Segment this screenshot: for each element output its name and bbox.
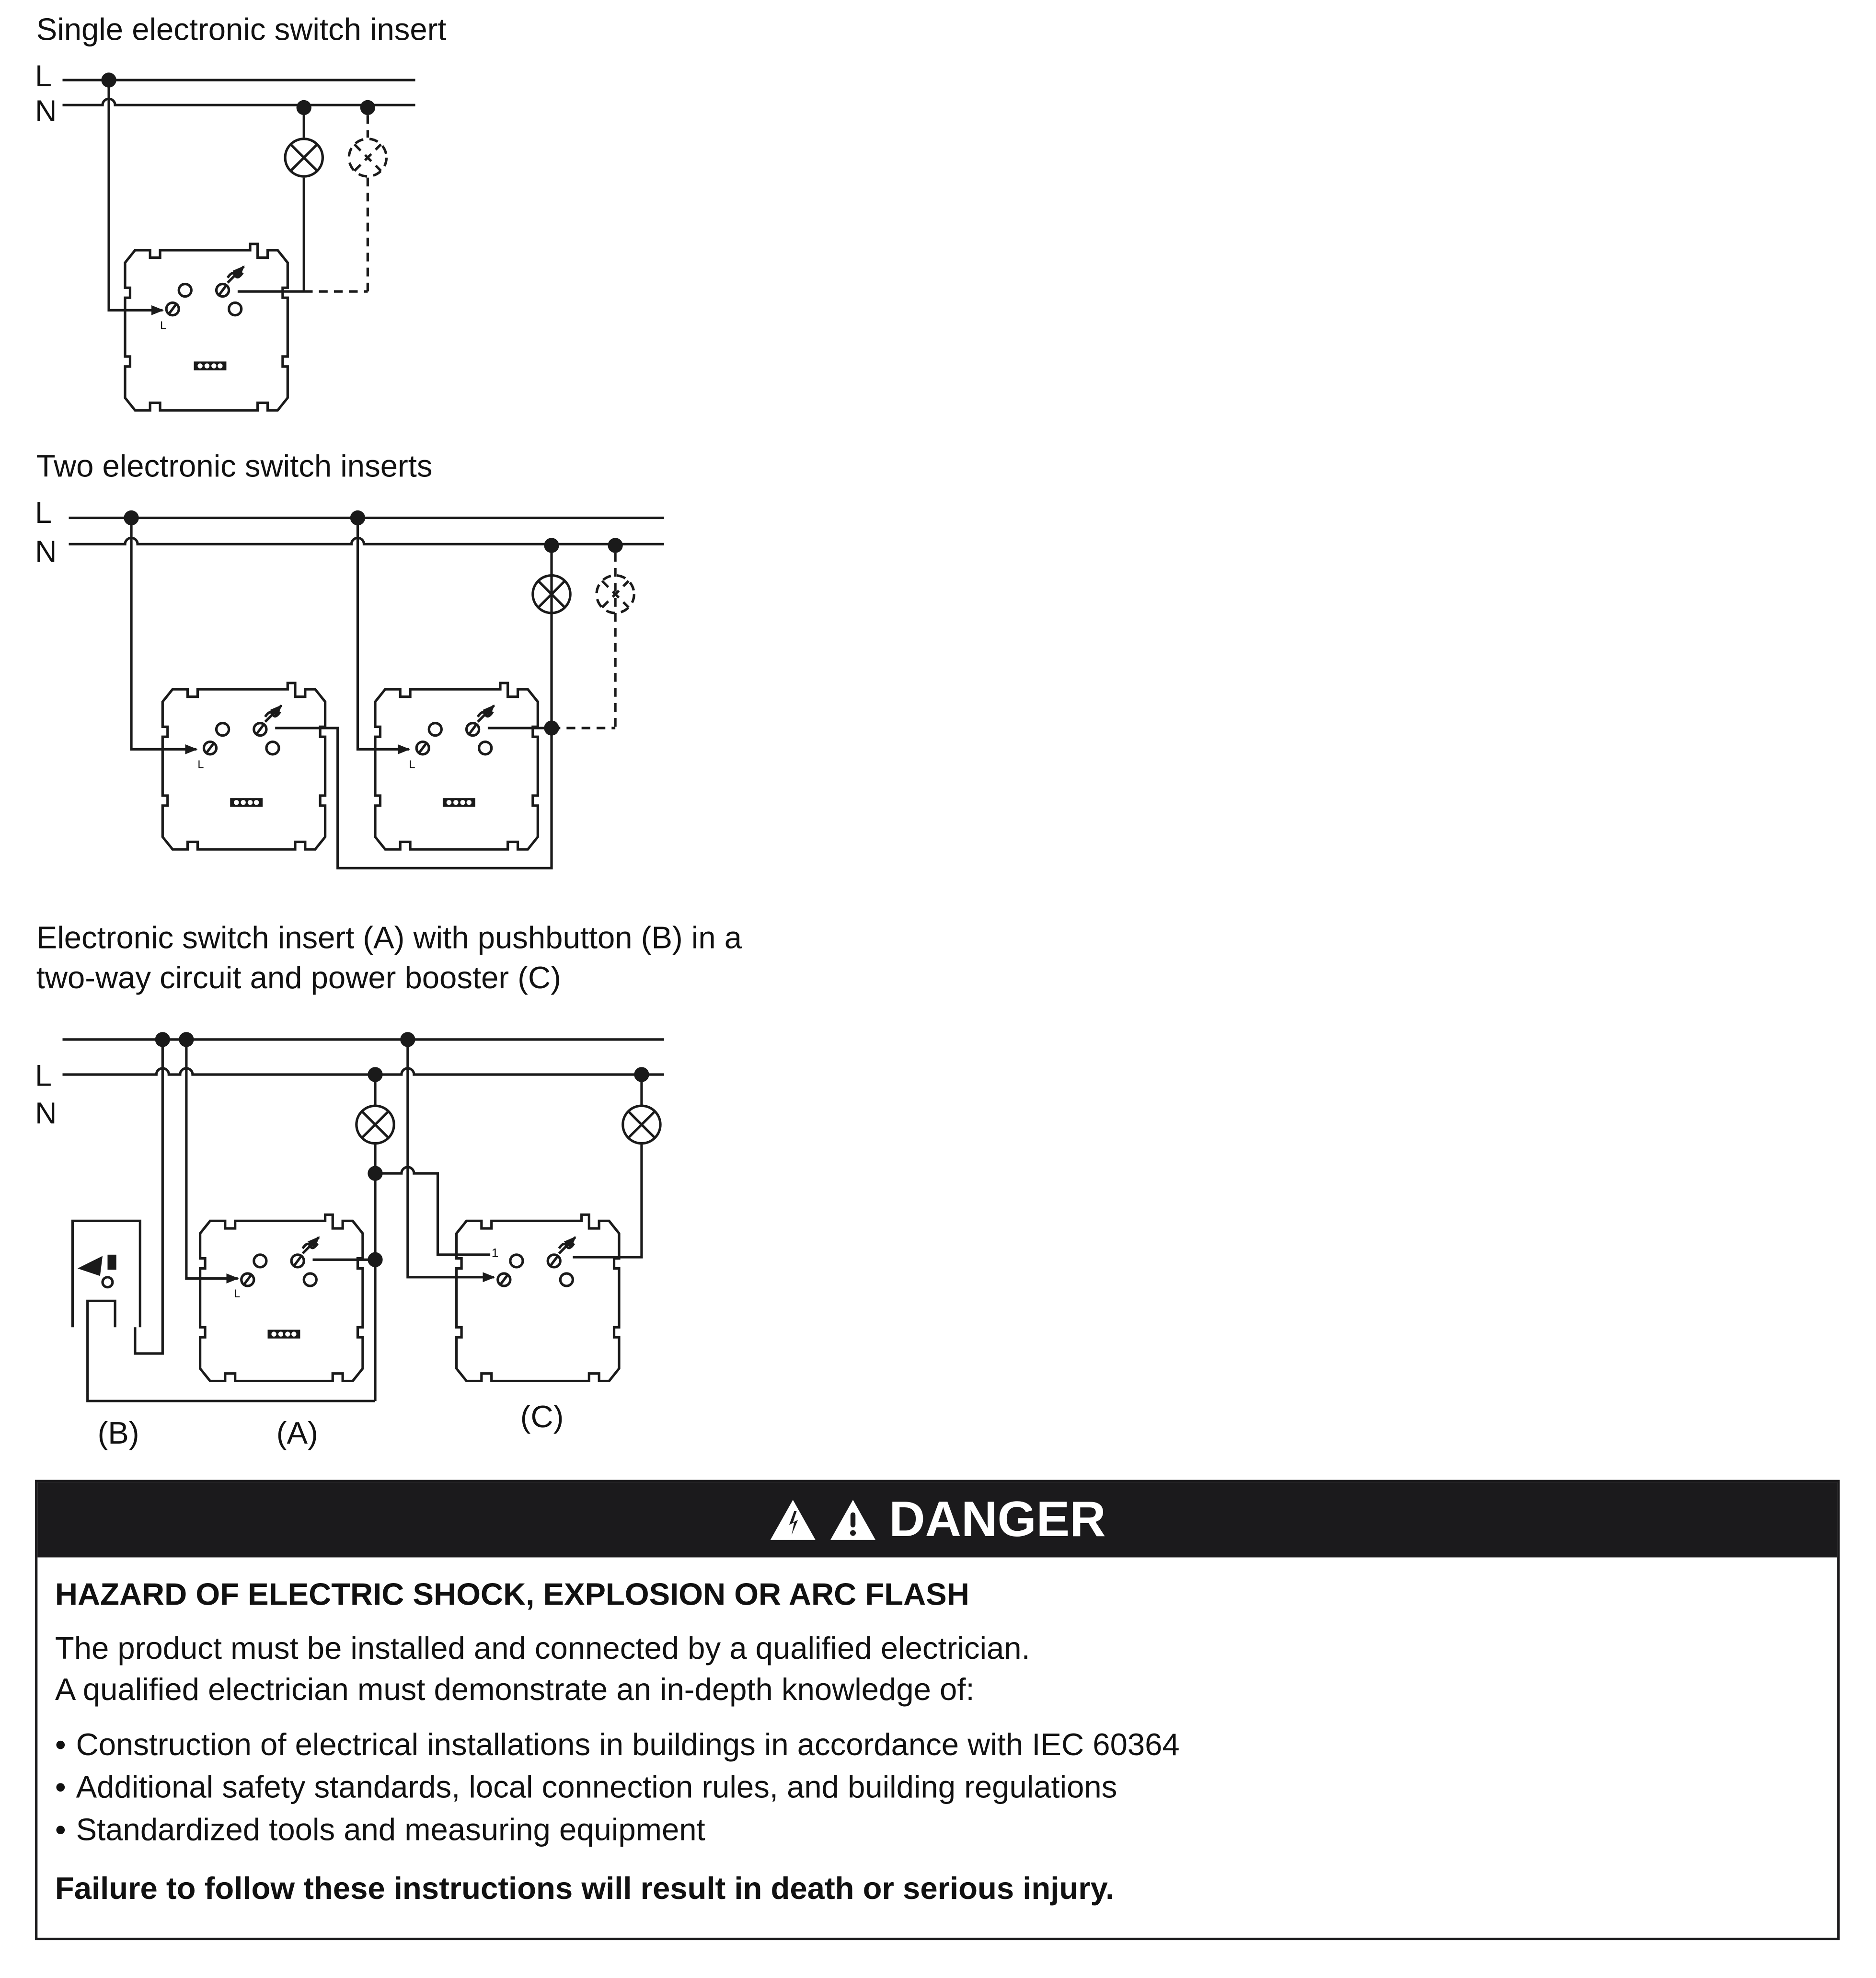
svg-text:1: 1 (492, 1246, 499, 1260)
switch-insert-label: (A) (276, 1415, 318, 1450)
svg-text:L: L (197, 758, 204, 771)
diagram-2-title: Two electronic switch inserts (36, 449, 433, 485)
svg-text:N: N (35, 1097, 57, 1130)
svg-text:L: L (234, 1287, 240, 1300)
svg-text:L: L (35, 496, 52, 530)
diagram-3-title-line2: two-way circuit and power booster (C) (36, 960, 561, 996)
pushbutton-label: (B) (98, 1415, 139, 1450)
svg-text:L: L (35, 1059, 52, 1092)
diagram-two-way-booster: L N L (35, 1032, 664, 1450)
requirements-list: Construction of electrical installations… (55, 1724, 1820, 1851)
switch-insert-icon (125, 244, 288, 410)
wiring-diagrams: L N L L N (35, 59, 664, 1450)
diagram-3-title-line1: Electronic switch insert (A) with pushbu… (36, 920, 742, 956)
power-booster-label: (C) (520, 1399, 564, 1434)
hazard-statement: HAZARD OF ELECTRIC SHOCK, EXPLOSION OR A… (55, 1577, 969, 1613)
svg-text:N: N (35, 535, 57, 568)
danger-title: DANGER (889, 1492, 1106, 1547)
optional-lamp-icon (349, 139, 386, 176)
lamp-icon (285, 139, 322, 176)
neutral-label: N (35, 94, 57, 128)
diagram-1-title: Single electronic switch insert (36, 12, 447, 48)
requirement-item: Construction of electrical installations… (55, 1724, 1820, 1767)
diagram-two-inserts: L N L L (35, 496, 664, 869)
general-warning-icon (830, 1500, 875, 1540)
requirement-item: Standardized tools and measuring equipme… (55, 1809, 1820, 1851)
qualification-line-1: The product must be installed and connec… (55, 1631, 1030, 1666)
diagram-single-insert: L N L (35, 59, 415, 410)
svg-text:L: L (409, 758, 415, 771)
live-label: L (35, 59, 52, 93)
qualification-line-2: A qualified electrician must demonstrate… (55, 1672, 975, 1708)
electric-shock-warning-icon (770, 1500, 816, 1540)
requirement-item: Additional safety standards, local conne… (55, 1766, 1820, 1809)
danger-body: HAZARD OF ELECTRIC SHOCK, EXPLOSION OR A… (37, 1557, 1837, 1922)
svg-text:L: L (160, 319, 166, 331)
consequence-statement: Failure to follow these instructions wil… (55, 1871, 1115, 1907)
danger-header: DANGER (37, 1482, 1838, 1558)
danger-safety-message: DANGER HAZARD OF ELECTRIC SHOCK, EXPLOSI… (35, 1480, 1840, 1941)
